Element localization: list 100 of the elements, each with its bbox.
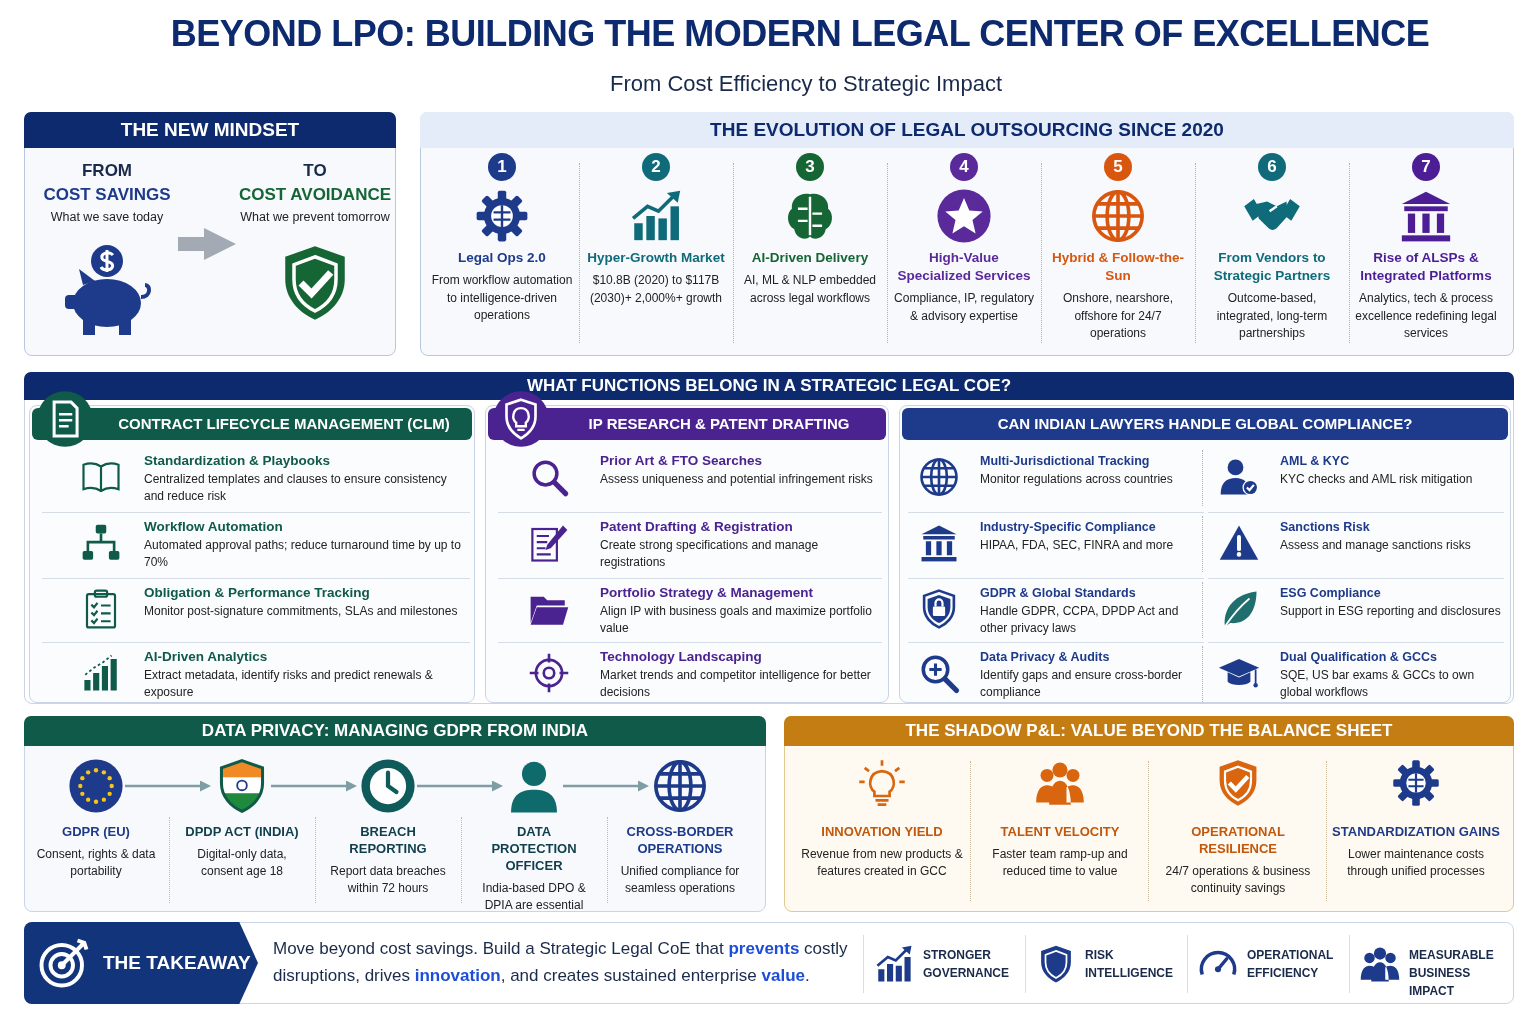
mindset-heading: COST SAVINGS bbox=[43, 184, 171, 206]
takeaway-text: Move beyond cost savings. Build a Strategic Legal CoE that prevents costly disruptions, drives innovation, and creates sustained enterprise value. bbox=[273, 938, 849, 987]
item-label: STRONGER GOVERNANCE bbox=[923, 947, 1010, 982]
number-badge: 2 bbox=[642, 153, 670, 181]
arrow bbox=[417, 780, 503, 792]
item-description: Assess uniqueness and potential infringement risks bbox=[600, 471, 873, 488]
section-panel bbox=[24, 716, 766, 912]
item-heading: Hybrid & Follow-the-Sun bbox=[1051, 249, 1185, 285]
direction-label: TO bbox=[303, 160, 327, 182]
item-heading: STANDARDIZATION GAINS bbox=[1332, 823, 1500, 840]
item-heading: Technology Landscaping bbox=[600, 648, 762, 666]
item-description: Outcome-based, integrated, long-term partnerships bbox=[1215, 290, 1329, 342]
item-heading: DPDP ACT (INDIA) bbox=[185, 823, 299, 840]
direction-label: FROM bbox=[81, 160, 132, 182]
item-heading: Data Privacy & Audits bbox=[980, 649, 1110, 666]
item-heading: TALENT VELOCITY bbox=[1000, 823, 1120, 840]
item-heading: GDPR (EU) bbox=[62, 823, 130, 840]
number-badge: 4 bbox=[950, 153, 978, 181]
item-heading: OPERATIONAL RESILIENCE bbox=[1190, 823, 1286, 857]
item-description: Unified compliance for seamless operations bbox=[619, 863, 741, 897]
item-description: Compliance, IP, regulatory & advisory expertise bbox=[893, 290, 1035, 325]
section-header: THE SHADOW P&L: VALUE BEYOND THE BALANCE SHEET bbox=[784, 716, 1514, 746]
item-heading: Industry-Specific Compliance bbox=[980, 519, 1156, 536]
number-badge: 7 bbox=[1412, 153, 1440, 181]
section-header: THE EVOLUTION OF LEGAL OUTSOURCING SINCE 2020 bbox=[420, 112, 1514, 148]
item-description: SQE, US bar exams & GCCs to own global workflows bbox=[1280, 667, 1476, 701]
arrow bbox=[125, 780, 211, 792]
item-heading: Obligation & Performance Tracking bbox=[144, 584, 370, 602]
item-description: $10.8B (2020) to $117B (2030)+ 2,000%+ growth bbox=[588, 272, 724, 307]
item-description: Extract metadata, identify risks and predict renewals & exposure bbox=[144, 667, 434, 701]
item-label: RISK INTELLIGENCE bbox=[1085, 947, 1174, 982]
takeaway-bar bbox=[24, 922, 1514, 1004]
item-description: Handle GDPR, CCPA, DPDP Act and other privacy laws bbox=[980, 603, 1180, 637]
item-description: India-based DPO & DPIA are essential bbox=[481, 880, 587, 914]
item-heading: Rise of ALSPs & Integrated Platforms bbox=[1359, 249, 1493, 285]
item-description: Revenue from new products & features created in GCC bbox=[800, 846, 964, 880]
section-panel bbox=[784, 716, 1514, 912]
page-title: BEYOND LPO: BUILDING THE MODERN LEGAL CENTER OF EXCELLENCE bbox=[170, 12, 1430, 56]
section-panel bbox=[24, 112, 396, 356]
item-heading: From Vendors to Strategic Partners bbox=[1212, 249, 1332, 285]
item-heading: AML & KYC bbox=[1280, 453, 1350, 470]
item-label: OPERATIONAL EFFICIENCY bbox=[1247, 947, 1335, 982]
number-badge: 5 bbox=[1104, 153, 1132, 181]
arrow bbox=[178, 227, 236, 261]
item-heading: CROSS-BORDER OPERATIONS bbox=[625, 823, 735, 857]
item-description: Monitor post-signature commitments, SLAs and milestones bbox=[144, 603, 458, 620]
mindset-note: What we prevent tomorrow bbox=[240, 209, 390, 226]
section-panel bbox=[420, 112, 1514, 356]
item-description: Assess and manage sanctions risks bbox=[1280, 537, 1471, 554]
item-heading: ESG Compliance bbox=[1280, 585, 1381, 602]
item-label: MEASURABLE BUSINESS IMPACT bbox=[1409, 947, 1495, 1000]
item-heading: BREACH REPORTING bbox=[348, 823, 428, 857]
arrow bbox=[271, 780, 357, 792]
subtitle: From Cost Efficiency to Strategic Impact bbox=[609, 70, 1003, 98]
item-heading: GDPR & Global Standards bbox=[980, 585, 1136, 602]
item-heading: Dual Qualification & GCCs bbox=[1280, 649, 1437, 666]
item-description: Report data breaches within 72 hours bbox=[329, 863, 447, 897]
item-description: Market trends and competitor intelligence for better decisions bbox=[600, 667, 872, 701]
item-description: 24/7 operations & business continuity savings bbox=[1164, 863, 1312, 897]
item-heading: Legal Ops 2.0 bbox=[458, 249, 546, 267]
item-description: Onshore, nearshore, offshore for 24/7 operations bbox=[1061, 290, 1175, 342]
item-description: From workflow automation to intelligence-driven operations bbox=[430, 272, 574, 324]
item-heading: High-Value Specialized Services bbox=[896, 249, 1032, 285]
section-header: CAN INDIAN LAWYERS HANDLE GLOBAL COMPLIANCE? bbox=[902, 408, 1508, 440]
number-badge: 1 bbox=[488, 153, 516, 181]
item-heading: Multi-Jurisdictional Tracking bbox=[980, 453, 1150, 470]
number-badge: 3 bbox=[796, 153, 824, 181]
item-description: Create strong specifications and manage registrations bbox=[600, 537, 820, 571]
section-header: WHAT FUNCTIONS BELONG IN A STRATEGIC LEGAL COE? bbox=[24, 372, 1514, 400]
item-description: Analytics, tech & process excellence redefining legal services bbox=[1354, 290, 1498, 342]
item-description: Support in ESG reporting and disclosures bbox=[1280, 603, 1501, 620]
item-description: Faster team ramp-up and reduced time to value bbox=[991, 846, 1129, 880]
mindset-heading: COST AVOIDANCE bbox=[238, 184, 392, 206]
mindset-note: What we save today bbox=[50, 209, 164, 226]
item-heading: Workflow Automation bbox=[144, 518, 283, 536]
item-heading: Standardization & Playbooks bbox=[144, 452, 331, 470]
item-description: Consent, rights & data portability bbox=[35, 846, 157, 880]
item-description: Monitor regulations across countries bbox=[980, 471, 1173, 488]
item-description: Align IP with business goals and maximize portfolio value bbox=[600, 603, 873, 637]
item-heading: Prior Art & FTO Searches bbox=[600, 452, 763, 470]
item-heading: AI-Driven Analytics bbox=[144, 648, 268, 666]
item-heading: Patent Drafting & Registration bbox=[600, 518, 793, 536]
item-description: KYC checks and AML risk mitigation bbox=[1280, 471, 1473, 488]
section-header: DATA PRIVACY: MANAGING GDPR FROM INDIA bbox=[24, 716, 766, 746]
item-heading: DATA PROTECTION OFFICER bbox=[490, 823, 578, 874]
item-heading: Portfolio Strategy & Management bbox=[600, 584, 814, 602]
item-description: Centralized templates and clauses to ensure consistency and reduce risk bbox=[144, 471, 448, 505]
arrow bbox=[563, 780, 649, 792]
item-heading: Hyper-Growth Market bbox=[587, 249, 725, 267]
section-panel bbox=[24, 372, 1514, 704]
item-description: HIPAA, FDA, SEC, FINRA and more bbox=[980, 537, 1174, 554]
section-header: THE NEW MINDSET bbox=[24, 112, 396, 148]
item-description: Lower maintenance costs through unified processes bbox=[1346, 846, 1486, 880]
item-heading: AI-Driven Delivery bbox=[751, 249, 869, 267]
item-description: AI, ML & NLP embedded across legal workflows bbox=[742, 272, 878, 307]
number-badge: 6 bbox=[1258, 153, 1286, 181]
item-description: Automated approval paths; reduce turnaround time by up to 70% bbox=[144, 537, 462, 571]
takeaway-title: THE TAKEAWAY bbox=[103, 951, 251, 975]
item-heading: INNOVATION YIELD bbox=[821, 823, 943, 840]
item-description: Identify gaps and ensure cross-border compliance bbox=[980, 667, 1184, 701]
